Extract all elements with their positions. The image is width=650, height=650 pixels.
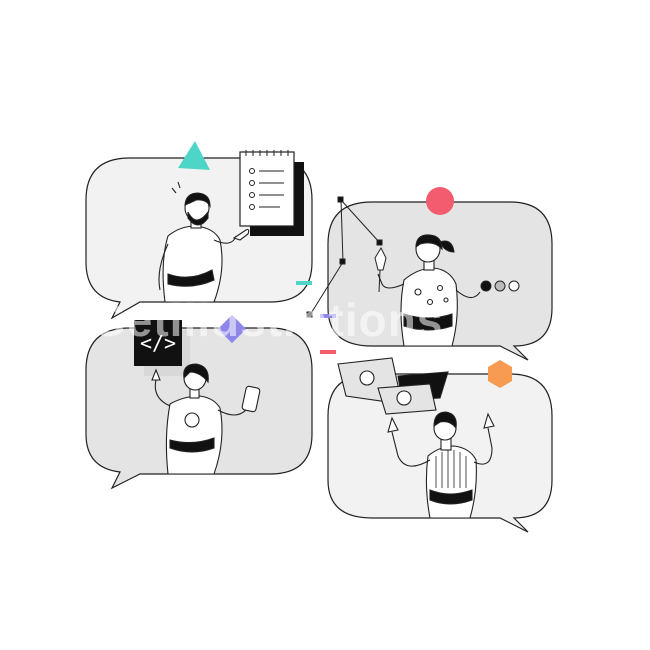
circle-icon [426,187,454,215]
checklist-notepad-icon [239,150,304,236]
color-dots-icon [480,280,520,292]
image-card-icon [337,357,449,415]
code-glyph: </> [140,331,176,355]
man-raising-hands [387,411,495,519]
bearded-man-pointing [158,181,250,303]
code-brackets-icon: </> [134,320,190,376]
hexagon-icon [488,360,512,388]
woman-holding-pen-tool [377,234,481,347]
teal-dash [296,281,312,285]
purple-dash [320,314,336,318]
coral-dash [320,350,336,354]
triangle-icon [178,141,210,170]
woman-holding-phone [151,363,261,475]
vector-pen-tool-icon [306,196,387,318]
